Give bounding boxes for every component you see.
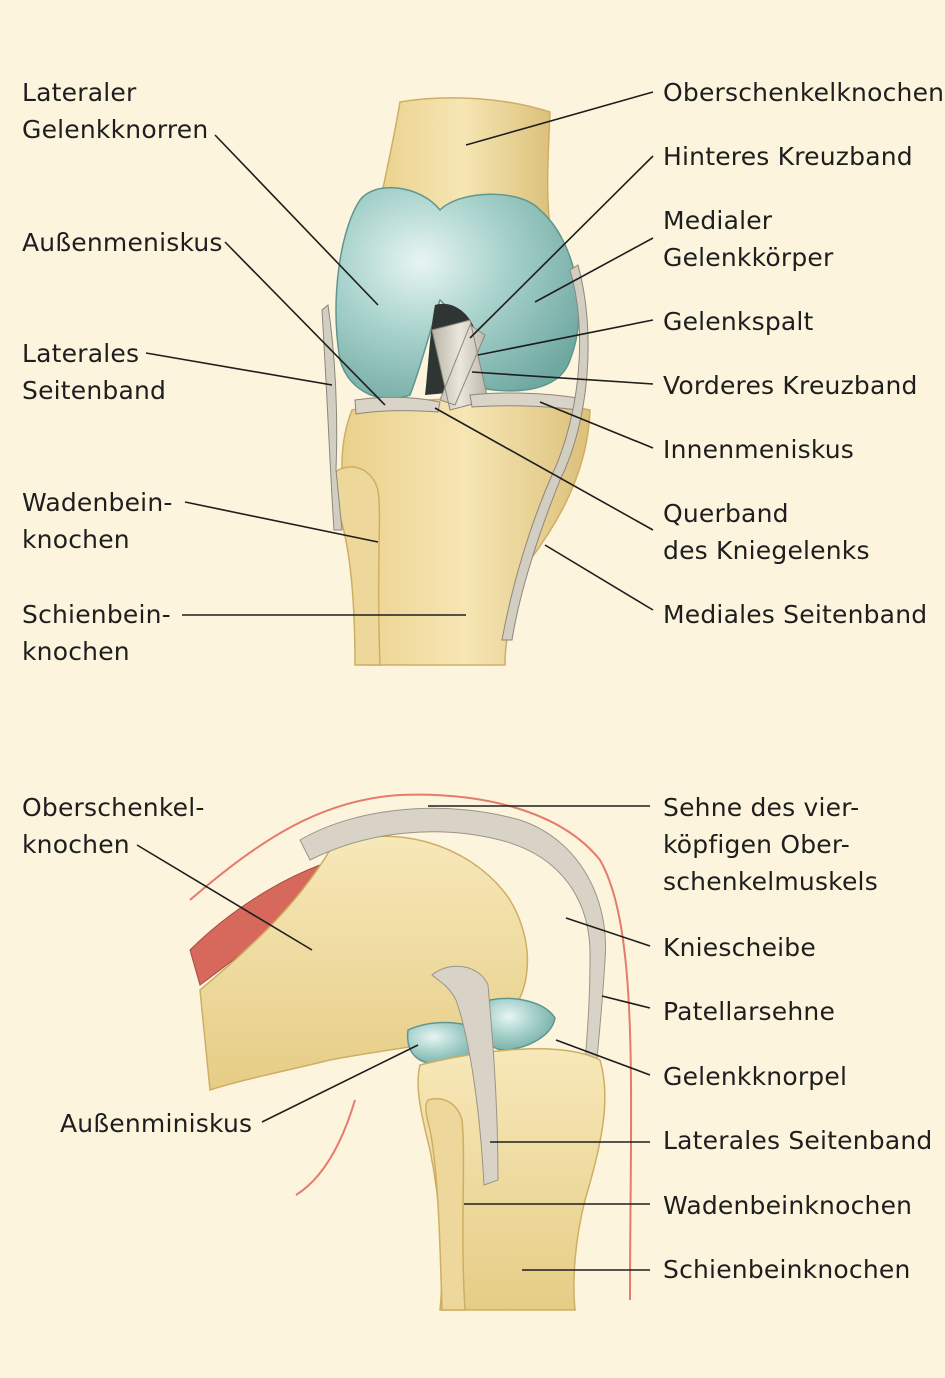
leader-joint-space	[477, 319, 654, 356]
leader-articular-cartilage	[555, 1039, 651, 1076]
leader-lateral-collateral-front	[145, 352, 333, 386]
label-lateral-collateral-front: Laterales Seitenband	[22, 339, 167, 405]
label-joint-space: Gelenkspalt	[663, 307, 814, 336]
label-lateral-meniscus-side: Außenminiskus	[60, 1109, 253, 1138]
label-femur-side: Oberschenkel- knochen	[22, 793, 205, 859]
label-medial-collateral: Mediales Seitenband	[663, 600, 928, 629]
leader-patellar-tendon	[601, 995, 651, 1009]
leader-femur-side	[136, 844, 313, 951]
leader-lateral-meniscus-side	[261, 1044, 419, 1123]
label-patellar-tendon: Patellarsehne	[663, 997, 836, 1026]
leader-transverse-ligament	[434, 407, 654, 531]
side-tibia	[417, 1048, 606, 1311]
leader-fibula-front	[184, 501, 379, 543]
front-view-drawing	[321, 97, 591, 666]
side-view-drawing	[189, 793, 633, 1311]
label-medial-meniscus: Innenmeniskus	[663, 435, 855, 464]
side-skin-line-front	[189, 793, 633, 1301]
label-transverse-ligament: Querband des Kniegelenks	[663, 499, 870, 565]
leader-posterior-cruciate	[469, 155, 654, 339]
label-fibula-front: Wadenbein- knochen	[22, 488, 173, 554]
leader-anterior-cruciate	[471, 371, 654, 385]
side-fibula	[425, 1098, 466, 1311]
label-medial-condyle: Medialer Gelenkkörper	[663, 206, 834, 272]
side-articular-cartilage	[483, 997, 556, 1051]
leader-lateral-meniscus-front	[224, 241, 386, 406]
leader-femur-front	[465, 91, 654, 146]
front-medial-collateral-ligament	[501, 264, 589, 641]
label-tibia-side: Schienbeinknochen	[663, 1255, 911, 1284]
label-quadriceps-tendon: Sehne des vier- köpfigen Ober- schenkelm…	[663, 793, 878, 896]
leader-medial-collateral	[544, 544, 654, 611]
leader-medial-condyle	[534, 237, 654, 303]
label-anterior-cruciate: Vorderes Kreuzband	[663, 371, 918, 400]
label-fibula-side: Wadenbeinknochen	[663, 1191, 913, 1220]
label-tibia-front: Schienbein- knochen	[22, 600, 171, 666]
label-articular-cartilage: Gelenkknorpel	[663, 1062, 848, 1091]
label-patella: Kniescheibe	[663, 933, 816, 962]
label-posterior-cruciate: Hinteres Kreuzband	[663, 142, 913, 171]
leader-lateral-condyle	[214, 134, 379, 306]
side-lateral-collateral-ligament	[431, 965, 499, 1186]
leader-patella	[565, 917, 651, 947]
label-lateral-meniscus-front: Außenmeniskus	[22, 228, 223, 257]
front-lateral-collateral-ligament	[321, 304, 343, 531]
label-lateral-collateral-side: Laterales Seitenband	[663, 1126, 933, 1155]
leader-lines	[136, 91, 654, 1271]
leader-medial-meniscus	[539, 401, 654, 449]
label-femur-front: Oberschenkelknochen	[663, 78, 945, 107]
label-lateral-condyle: Lateraler Gelenkknorren	[22, 78, 209, 144]
side-skin-line-back	[295, 1099, 356, 1196]
